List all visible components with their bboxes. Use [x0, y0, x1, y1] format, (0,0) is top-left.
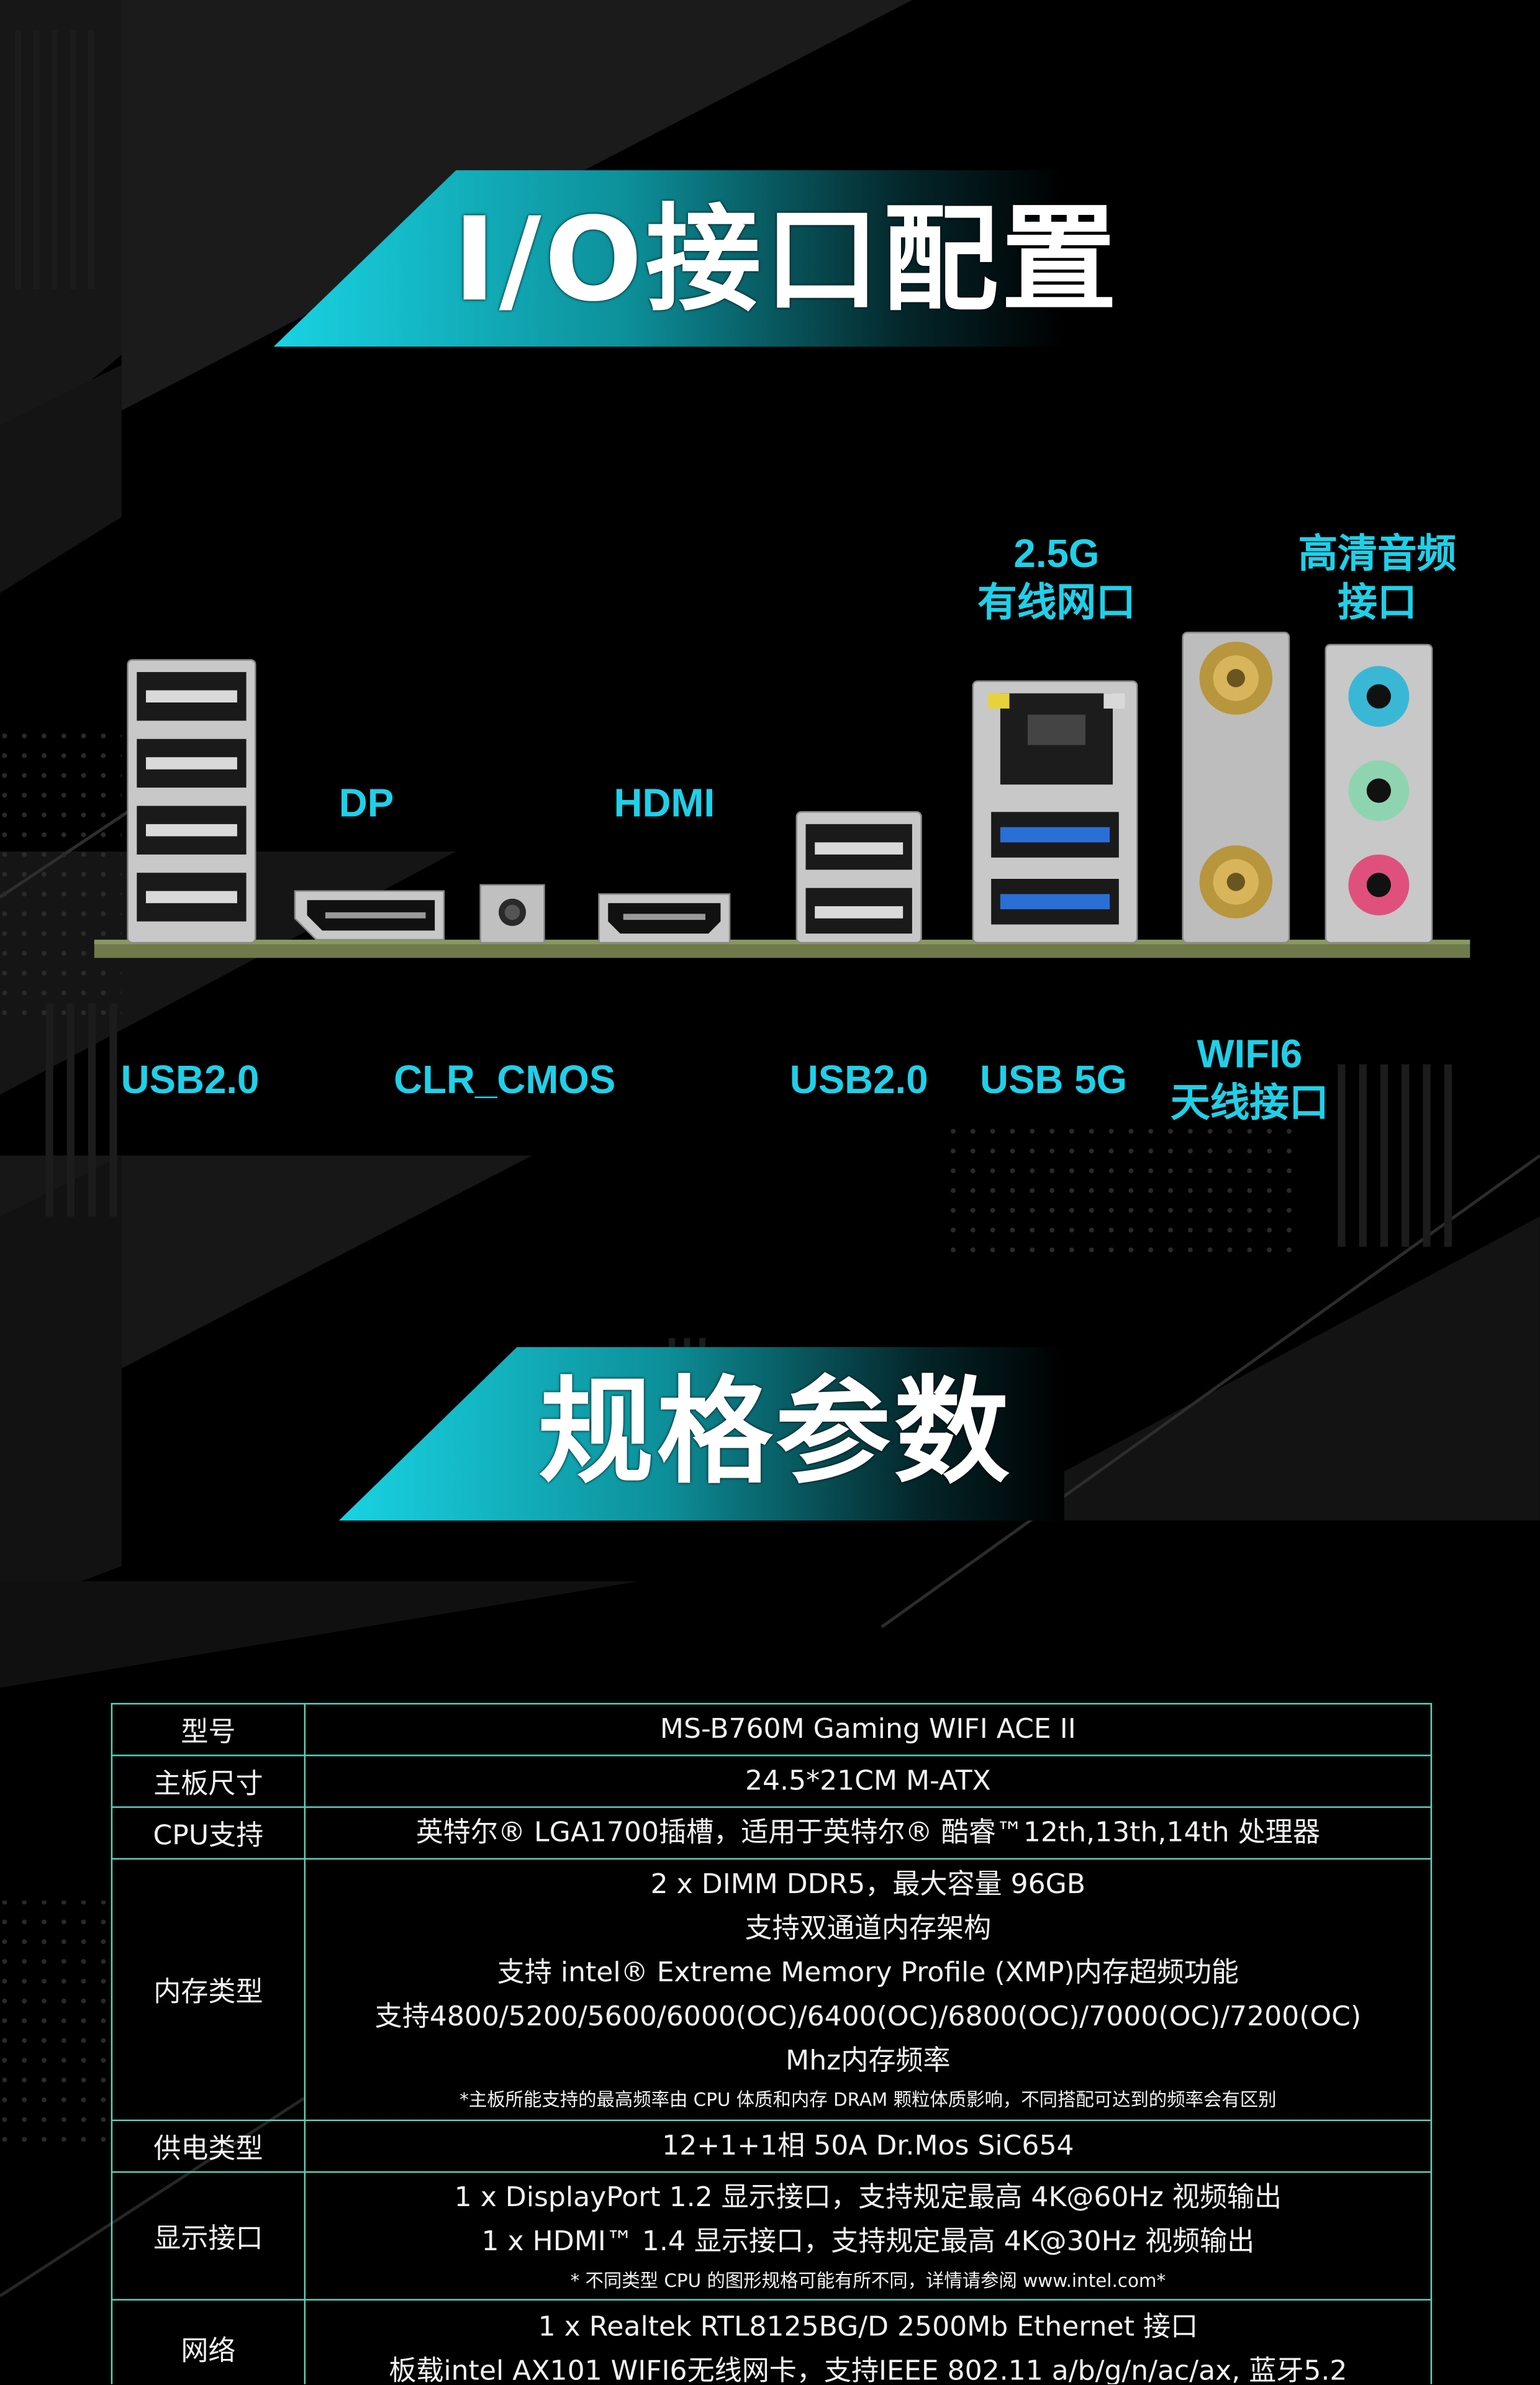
label-audio-line2: 接口	[1338, 579, 1417, 625]
hdmi-port	[598, 893, 731, 944]
specs-section-title: 规格参数	[538, 1363, 1013, 1499]
label-usb2-left: USB2.0	[120, 1056, 260, 1102]
spec-key: 型号	[111, 1702, 306, 1756]
label-lan-line1: 2.5G	[1013, 530, 1100, 576]
spec-row-model: 型号 MS-B760M Gaming WIFI ACE II	[111, 1702, 1433, 1756]
label-audio-line1: 高清音频	[1298, 530, 1457, 576]
spec-row-cpu: CPU支持 英特尔® LGA1700插槽，适用于英特尔® 酷睿™12th,13t…	[111, 1806, 1433, 1860]
spec-row-size: 主板尺寸 24.5*21CM M-ATX	[111, 1755, 1433, 1808]
label-wifi-line2: 天线接口	[1171, 1079, 1329, 1125]
io-banner-shape	[273, 170, 1064, 347]
spec-row-display: 显示接口 1 x DisplayPort 1.2 显示接口，支持规定最高 4K@…	[111, 2171, 1433, 2301]
io-section-title: I/O接口配置	[453, 191, 1120, 327]
audio-jacks	[1325, 643, 1433, 944]
displayport-port	[294, 890, 445, 941]
clr-cmos-button	[479, 884, 545, 944]
spec-value: 1 x DisplayPort 1.2 显示接口，支持规定最高 4K@60Hz …	[304, 2171, 1433, 2301]
spec-row-power: 供电类型 12+1+1相 50A Dr.Mos SiC654	[111, 2119, 1433, 2173]
label-usb5g: USB 5G	[980, 1056, 1128, 1102]
spec-row-network: 网络 1 x Realtek RTL8125BG/D 2500Mb Ethern…	[111, 2299, 1433, 2384]
wifi-antenna-connectors	[1182, 632, 1290, 944]
label-hdmi: HDMI	[614, 779, 715, 826]
label-wifi-line1: WIFI6	[1197, 1030, 1303, 1077]
memory-note: *主板所能支持的最高频率由 CPU 体质和内存 DRAM 颗粒体质影响，不同搭配…	[460, 2089, 1277, 2110]
spec-value: 12+1+1相 50A Dr.Mos SiC654	[304, 2119, 1433, 2173]
label-clr-cmos: CLR_CMOS	[394, 1056, 616, 1102]
display-note: * 不同类型 CPU 的图形规格可能有所不同，详情请参阅 www.intel.c…	[570, 2269, 1166, 2291]
pcb-strip	[94, 942, 1470, 958]
spec-value: 英特尔® LGA1700插槽，适用于英特尔® 酷睿™12th,13th,14th…	[304, 1806, 1433, 1860]
spec-key: 供电类型	[111, 2119, 306, 2173]
label-lan-line2: 有线网口	[977, 579, 1136, 625]
spec-key: 主板尺寸	[111, 1755, 306, 1808]
spec-value: 1 x Realtek RTL8125BG/D 2500Mb Ethernet …	[304, 2299, 1433, 2384]
spec-key: 显示接口	[111, 2171, 306, 2301]
lan-usb5g-stack	[972, 680, 1138, 944]
spec-value: 24.5*21CM M-ATX	[304, 1755, 1433, 1808]
specs-banner-shape	[338, 1347, 1064, 1521]
label-dp: DP	[338, 779, 394, 826]
spec-row-memory: 内存类型 2 x DIMM DDR5，最大容量 96GB 支持双通道内存架构 支…	[111, 1858, 1433, 2122]
spec-table: 型号 MS-B760M Gaming WIFI ACE II 主板尺寸 24.5…	[111, 1702, 1433, 2384]
spec-key: 网络	[111, 2299, 306, 2384]
spec-value: 2 x DIMM DDR5，最大容量 96GB 支持双通道内存架构 支持 int…	[304, 1858, 1433, 2122]
spec-value: MS-B760M Gaming WIFI ACE II	[304, 1702, 1433, 1756]
spec-key: CPU支持	[111, 1806, 306, 1860]
label-usb2-right: USB2.0	[789, 1056, 928, 1102]
usb2-quad-port	[127, 659, 256, 944]
usb2-dual-port	[795, 811, 922, 944]
spec-key: 内存类型	[111, 1858, 306, 2122]
